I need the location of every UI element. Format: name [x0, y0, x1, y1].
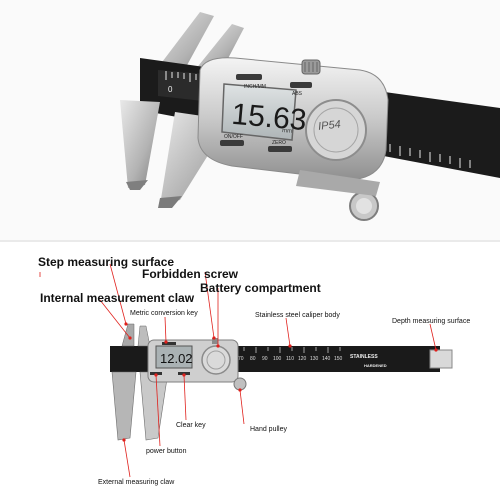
lower-jaw-fixed [120, 100, 160, 188]
label-internal-measurement-claw: Internal measurement claw [40, 291, 195, 305]
label-forbidden-screw: Forbidden screw [142, 267, 239, 281]
scale-number: 120 [298, 356, 307, 362]
lcd-reading: 15.63 [230, 98, 308, 137]
diagram-lcd [155, 345, 193, 369]
label-clear-key: Clear key [176, 422, 206, 429]
diagram-metric-key[interactable] [162, 342, 176, 345]
label-metric-conversion-key: Metric conversion key [130, 310, 198, 317]
label-external-measuring-claw: External measuring claw [98, 479, 175, 486]
scale-number: 140 [322, 356, 331, 362]
scale-number: 130 [310, 356, 319, 362]
label-battery-compartment: Battery compartment [200, 281, 321, 295]
abs-button[interactable] [290, 82, 312, 88]
upper-jaw-left [150, 12, 214, 78]
label-power-button: power button [146, 448, 187, 455]
scale-number: 110 [286, 356, 294, 362]
labeled-diagram: 70 80 90 100 110 120 130 140 150 STAINLE… [0, 242, 500, 500]
zero-button[interactable] [268, 146, 292, 152]
scale-number: 150 [334, 356, 343, 362]
lcd-screen [221, 83, 297, 141]
abs-label: ABS [292, 91, 303, 97]
body-text-stainless: STAINLESS [350, 354, 378, 360]
scale-number: 70 [238, 356, 244, 362]
upper-jaw-right [195, 24, 244, 70]
label-depth-measuring-surface: Depth measuring surface [392, 318, 471, 325]
scale-number: 90 [262, 356, 268, 362]
on-off-label: ON/OFF [224, 134, 243, 140]
lcd-unit: mm [282, 128, 292, 135]
on-off-button[interactable] [220, 140, 244, 146]
diagram-battery-cover [201, 345, 231, 375]
diagram-fixed-jaw [111, 371, 137, 441]
inch-mm-label: INCH/MM [244, 84, 266, 90]
lock-screw[interactable] [301, 59, 321, 75]
ip-rating-badge: IP54 [318, 119, 342, 133]
label-stainless-body: Stainless steel caliper body [255, 312, 340, 319]
diagram-lock-screw [212, 338, 218, 344]
battery-cover [305, 99, 367, 161]
scale-number: 80 [250, 356, 256, 362]
inch-mm-button[interactable] [236, 74, 262, 80]
scale-number: 0 [168, 85, 173, 94]
body-text-hardened: HARDENED [364, 363, 387, 368]
label-hand-pulley: Hand pulley [250, 426, 287, 433]
zero-label: ZERO [272, 140, 286, 146]
depth-rod-end [429, 349, 453, 369]
scale-number: 100 [273, 356, 282, 362]
label-step-measuring-surface: Step measuring surface [38, 255, 175, 269]
diagram-hand-pulley [233, 377, 247, 391]
section-divider [0, 240, 500, 242]
caliper-closeup-photo: 0 10 15.63 mm INCH/MM ABS ON/OFF [0, 0, 500, 240]
diagram-lcd-reading: 12.02 [160, 351, 193, 366]
